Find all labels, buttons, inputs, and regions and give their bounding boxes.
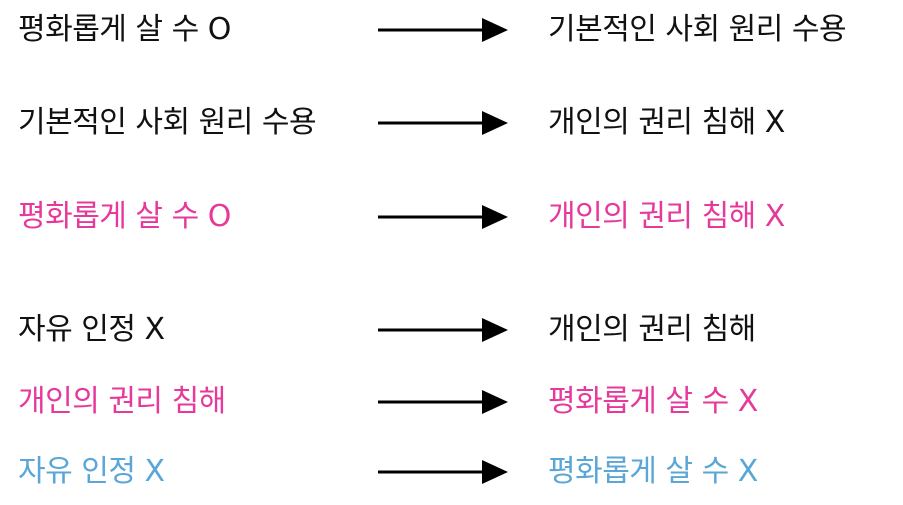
premise-text: 자유 인정 X [18,312,165,347]
premise-text: 개인의 권리 침해 [18,384,226,419]
reasoning-row-1: 평화롭게 살 수 O 기본적인 사회 원리 수용 [0,0,903,60]
premise-text: 자유 인정 X [18,454,165,489]
conclusion-text: 평화롭게 살 수 X [548,454,758,489]
reasoning-row-4: 자유 인정 X 개인의 권리 침해 [0,300,903,360]
reasoning-row-6: 자유 인정 X 평화롭게 살 수 X [0,442,903,502]
premise-text: 평화롭게 살 수 O [18,199,231,234]
reasoning-row-5: 개인의 권리 침해 평화롭게 살 수 X [0,372,903,432]
right-arrow-icon [378,111,508,135]
right-arrow-icon [378,18,508,42]
conclusion-text: 기본적인 사회 원리 수용 [548,12,847,47]
right-arrow-icon [378,390,508,414]
right-arrow-icon [378,205,508,229]
reasoning-row-3: 평화롭게 살 수 O 개인의 권리 침해 X [0,187,903,247]
reasoning-row-2: 기본적인 사회 원리 수용 개인의 권리 침해 X [0,93,903,153]
right-arrow-icon [378,318,508,342]
conclusion-text: 개인의 권리 침해 X [548,105,785,140]
conclusion-text: 개인의 권리 침해 X [548,199,785,234]
conclusion-text: 평화롭게 살 수 X [548,384,758,419]
premise-text: 평화롭게 살 수 O [18,12,231,47]
premise-text: 기본적인 사회 원리 수용 [18,105,317,140]
right-arrow-icon [378,460,508,484]
conclusion-text: 개인의 권리 침해 [548,312,756,347]
